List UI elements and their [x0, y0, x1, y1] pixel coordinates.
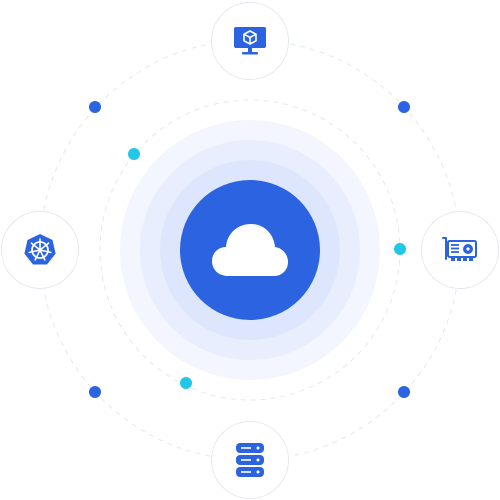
orbit-dot-top-right: [398, 101, 410, 113]
gpu-card-icon: [442, 237, 477, 261]
cloud-icon: [212, 224, 288, 276]
center-cloud-node: [180, 180, 320, 320]
node-kubernetes[interactable]: [1, 211, 79, 289]
node-database[interactable]: [211, 421, 289, 499]
node-gpu[interactable]: [421, 211, 499, 289]
monitor-cube-icon: [234, 27, 266, 55]
kubernetes-icon: [24, 234, 56, 265]
orbit-dot-cyan-lower-left: [180, 377, 192, 389]
orbit-dot-bottom-right: [398, 386, 410, 398]
orbit-dot-top-left: [89, 101, 101, 113]
node-virtual-machine[interactable]: [211, 2, 289, 80]
orbit-dot-cyan-right: [394, 243, 406, 255]
database-icon: [236, 443, 264, 477]
orbit-dot-bottom-left: [89, 386, 101, 398]
orbit-dot-cyan-upper-left: [128, 148, 140, 160]
